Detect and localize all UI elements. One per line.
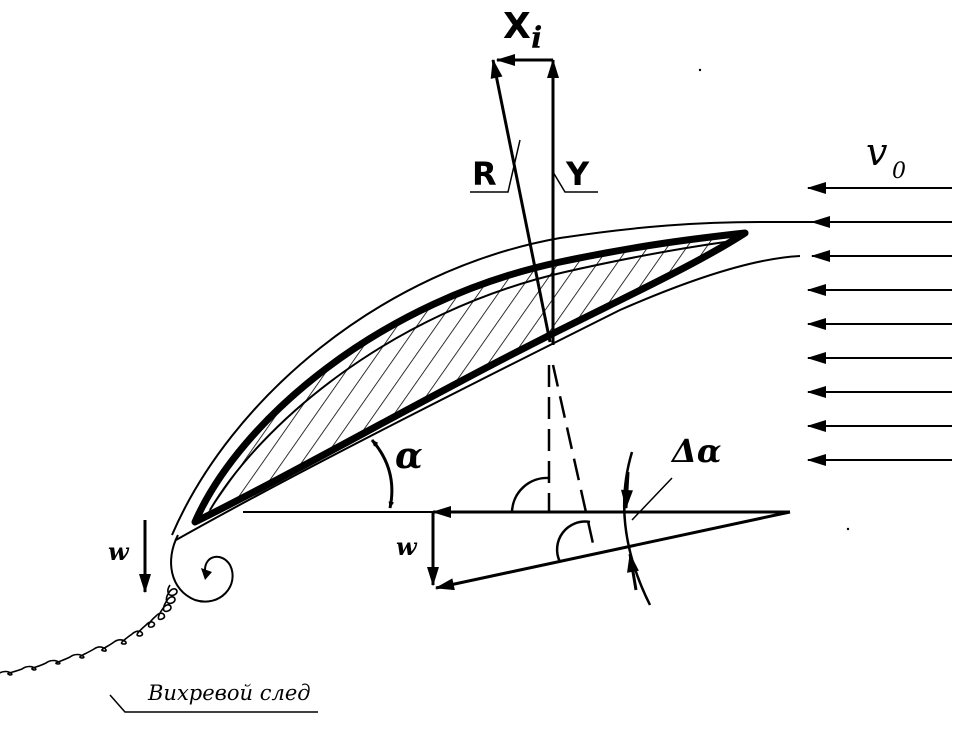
delta-alpha-leader bbox=[631, 477, 673, 521]
right-angle-arc-upper bbox=[510, 476, 550, 513]
r-label: R bbox=[472, 155, 497, 193]
delta-alpha-label: Δα bbox=[670, 432, 721, 470]
xi-subscript: i bbox=[531, 21, 542, 56]
speck bbox=[846, 527, 850, 531]
v0-label: v bbox=[866, 130, 888, 174]
force-vectors bbox=[490, 54, 559, 345]
speck bbox=[698, 68, 702, 72]
local-velocity-vector bbox=[434, 510, 791, 591]
airfoil-profile bbox=[191, 229, 749, 526]
upper-streamline bbox=[171, 221, 950, 536]
delta-alpha-arrow-bottom bbox=[627, 552, 639, 591]
freestream-arrows bbox=[806, 182, 952, 466]
y-label: Y bbox=[565, 155, 590, 193]
delta-alpha-arc bbox=[622, 451, 652, 606]
right-angle-arc-lower bbox=[555, 520, 591, 563]
wake-label: Вихревой след bbox=[147, 681, 311, 705]
vortex-wake bbox=[0, 584, 178, 676]
trailing-vortex-arrowhead bbox=[201, 568, 212, 580]
alpha-label: α bbox=[395, 435, 423, 477]
xi-label: X bbox=[503, 6, 531, 47]
resultant-vector-r bbox=[490, 58, 552, 343]
y-label-leader bbox=[552, 171, 598, 193]
r-label-leader bbox=[470, 139, 521, 193]
airfoil-inner-contour bbox=[209, 241, 726, 511]
w-label-left: w bbox=[108, 537, 130, 566]
trailing-vortex-spiral bbox=[170, 534, 234, 603]
w-label-right: w bbox=[396, 532, 418, 561]
wake-label-leader bbox=[109, 694, 318, 713]
delta-alpha-arrow-top bbox=[621, 471, 633, 510]
v0-subscript: 0 bbox=[892, 159, 906, 184]
alpha-arc bbox=[370, 439, 395, 509]
